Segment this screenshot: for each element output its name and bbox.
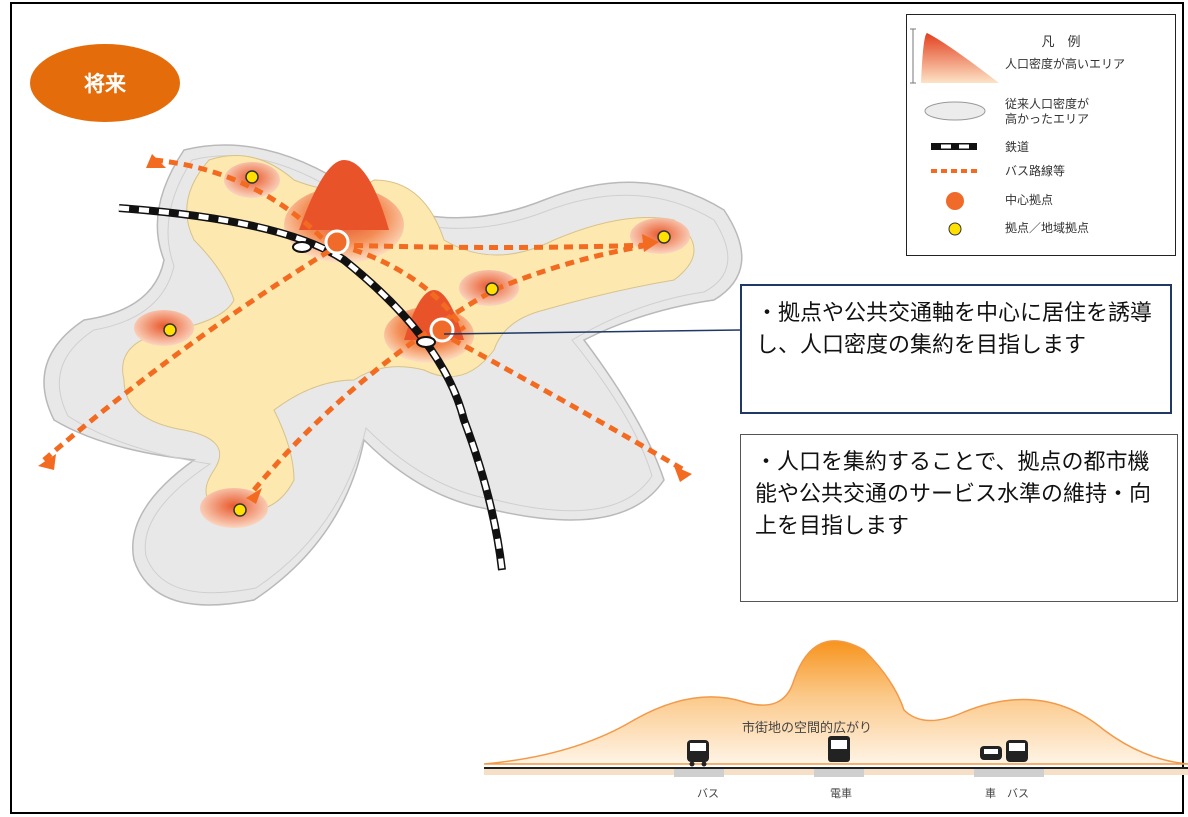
- railway-line: [118, 204, 506, 571]
- legend-symbols: [910, 28, 999, 236]
- legend-title: 凡 例: [1041, 35, 1081, 50]
- legend-box: 凡 例 人口密度が高いエリア 従来人口密度が 高かったエリア 鉄道 バス路線等 …: [906, 14, 1176, 256]
- central-hub-icon: [946, 192, 964, 210]
- density-gradient-icon: [910, 28, 999, 84]
- callout-text: ・人口を集約することで、拠点の都市機能や公共交通のサービス水準の維持・向上を目指…: [755, 450, 1152, 539]
- former-area-icon: [924, 101, 986, 121]
- legend-item-railway: 鉄道: [907, 140, 1175, 162]
- future-badge: 将来: [30, 44, 180, 122]
- legend-item-central-hub: 中心拠点: [907, 193, 1175, 215]
- local-hubs: [163, 170, 671, 517]
- bus-routes: [42, 157, 686, 492]
- legend-item-density: 人口密度が高いエリア: [907, 57, 1175, 79]
- profile-caption: 市街地の空間的広がり: [742, 721, 873, 736]
- profile-stop-car-bus: 車 バス: [985, 787, 1029, 800]
- profile-stop-bus: バス: [697, 787, 719, 800]
- bus-icon: [687, 740, 709, 767]
- legend-label: 従来人口密度が 高かったエリア: [1005, 97, 1090, 126]
- legend-item-local-hub: 拠点／地域拠点: [907, 221, 1175, 243]
- density-curve: [484, 640, 1188, 765]
- callout-service-maintenance: ・人口を集約することで、拠点の都市機能や公共交通のサービス水準の維持・向上を目指…: [740, 434, 1178, 602]
- compact-city-map: [38, 144, 743, 606]
- car-bus-icon: [980, 740, 1028, 762]
- legend-label: 人口密度が高いエリア: [1005, 57, 1126, 71]
- train-icon: [824, 736, 854, 769]
- legend-label: 中心拠点: [1005, 193, 1054, 207]
- future-badge-label: 将来: [84, 72, 126, 96]
- legend-item-former-area: 従来人口密度が 高かったエリア: [907, 97, 1175, 126]
- railway-icon: [931, 143, 977, 150]
- legend-item-bus-route: バス路線等: [907, 164, 1175, 186]
- local-hub-icon: [948, 222, 962, 236]
- callout-text: ・拠点や公共交通軸を中心に居住を誘導し、人口密度の集約を目指します: [756, 301, 1153, 358]
- legend-label: 鉄道: [1005, 140, 1030, 154]
- central-hubs: [292, 229, 455, 348]
- legend-label: 拠点／地域拠点: [1005, 221, 1090, 235]
- profile-stop-train: 電車: [830, 787, 852, 800]
- density-profile: [484, 640, 1188, 777]
- route-arrowheads: [38, 154, 692, 504]
- callout-leader-line: [443, 329, 741, 335]
- callout-residential-guidance: ・拠点や公共交通軸を中心に居住を誘導し、人口密度の集約を目指します: [740, 284, 1172, 414]
- legend-label: バス路線等: [1005, 164, 1066, 178]
